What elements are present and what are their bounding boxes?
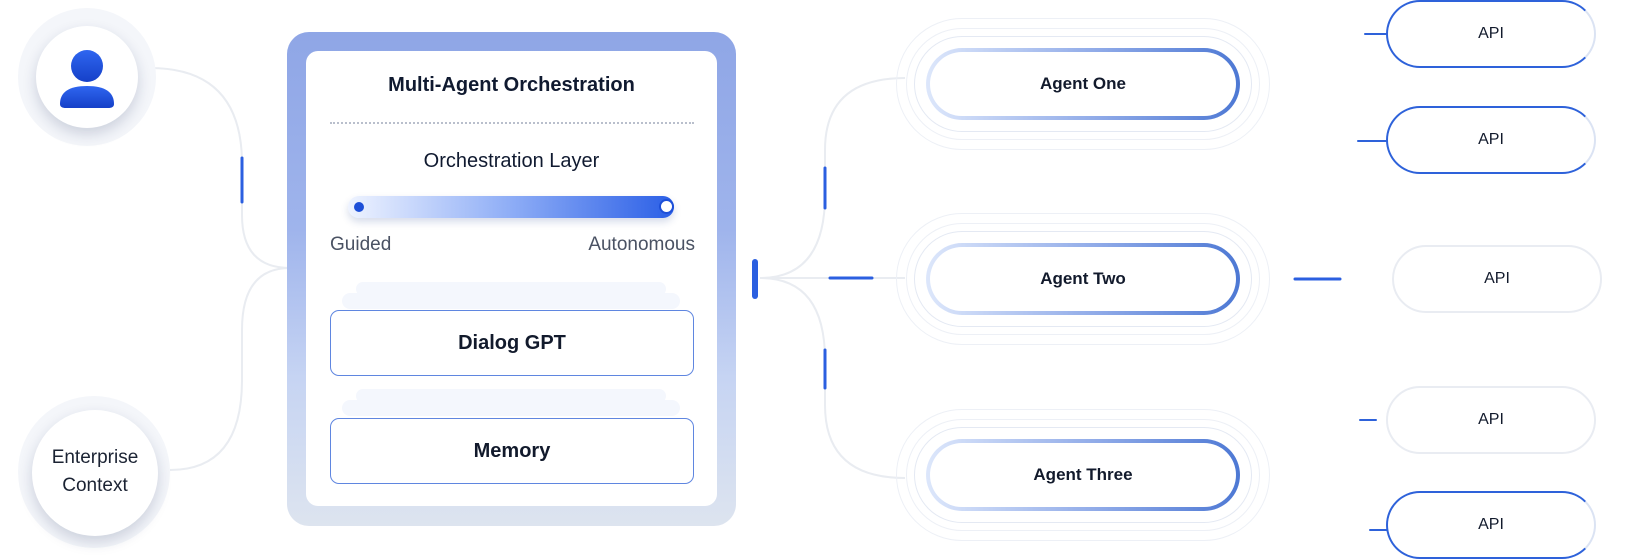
ghost-layer xyxy=(342,293,680,309)
memory-module[interactable]: Memory xyxy=(330,418,694,484)
api-pill-5[interactable]: API xyxy=(1386,491,1596,559)
agent-one-ring xyxy=(914,36,1252,132)
ghost-layer xyxy=(356,389,666,403)
agent-three-ring xyxy=(906,419,1260,531)
api-pill-4[interactable]: API xyxy=(1386,386,1596,454)
user-icon xyxy=(60,50,114,108)
api-pill-1[interactable]: API xyxy=(1386,0,1596,68)
agent-three-ring xyxy=(896,409,1270,541)
agent-one-label: Agent One xyxy=(930,52,1236,116)
orchestration-layer-title: Orchestration Layer xyxy=(423,150,600,172)
dialog-gpt-module[interactable]: Dialog GPT xyxy=(330,310,694,376)
orchestration-title: Multi-Agent Orchestration xyxy=(388,74,635,96)
agent-two[interactable]: Agent Two xyxy=(926,243,1240,315)
agent-three-ring xyxy=(914,427,1252,523)
slider-start-dot xyxy=(354,202,364,212)
ghost-layer xyxy=(342,400,680,416)
agent-three[interactable]: Agent Three xyxy=(926,439,1240,511)
connector-hub-to-agent-three xyxy=(759,277,906,479)
agent-two-ring xyxy=(896,213,1270,345)
user-avatar[interactable] xyxy=(36,26,138,128)
divider xyxy=(330,122,694,124)
agent-three-label: Agent Three xyxy=(930,443,1236,507)
slider-label-autonomous: Autonomous xyxy=(588,234,695,255)
agent-one-ring xyxy=(906,28,1260,140)
enterprise-context-label-1: Enterprise xyxy=(51,447,139,468)
agent-two-label: Agent Two xyxy=(930,247,1236,311)
agent-one-ring xyxy=(896,18,1270,150)
agent-two-ring xyxy=(914,231,1252,327)
hub-marker xyxy=(752,259,758,299)
enterprise-context-label-2: Context xyxy=(62,475,128,496)
autonomy-slider[interactable] xyxy=(348,196,674,218)
slider-label-guided: Guided xyxy=(330,234,392,255)
ghost-layer xyxy=(356,282,666,296)
connector-user-to-card xyxy=(149,67,291,269)
api-pill-2[interactable]: API xyxy=(1386,106,1596,174)
agent-two-ring xyxy=(906,223,1260,335)
enterprise-context[interactable]: Enterprise Context xyxy=(32,410,158,536)
connector-hub-to-agent-one xyxy=(759,77,906,279)
connector-context-to-card xyxy=(169,267,291,471)
api-pill-3[interactable]: API xyxy=(1392,245,1602,313)
agent-one[interactable]: Agent One xyxy=(926,48,1240,120)
slider-handle[interactable] xyxy=(659,199,674,214)
